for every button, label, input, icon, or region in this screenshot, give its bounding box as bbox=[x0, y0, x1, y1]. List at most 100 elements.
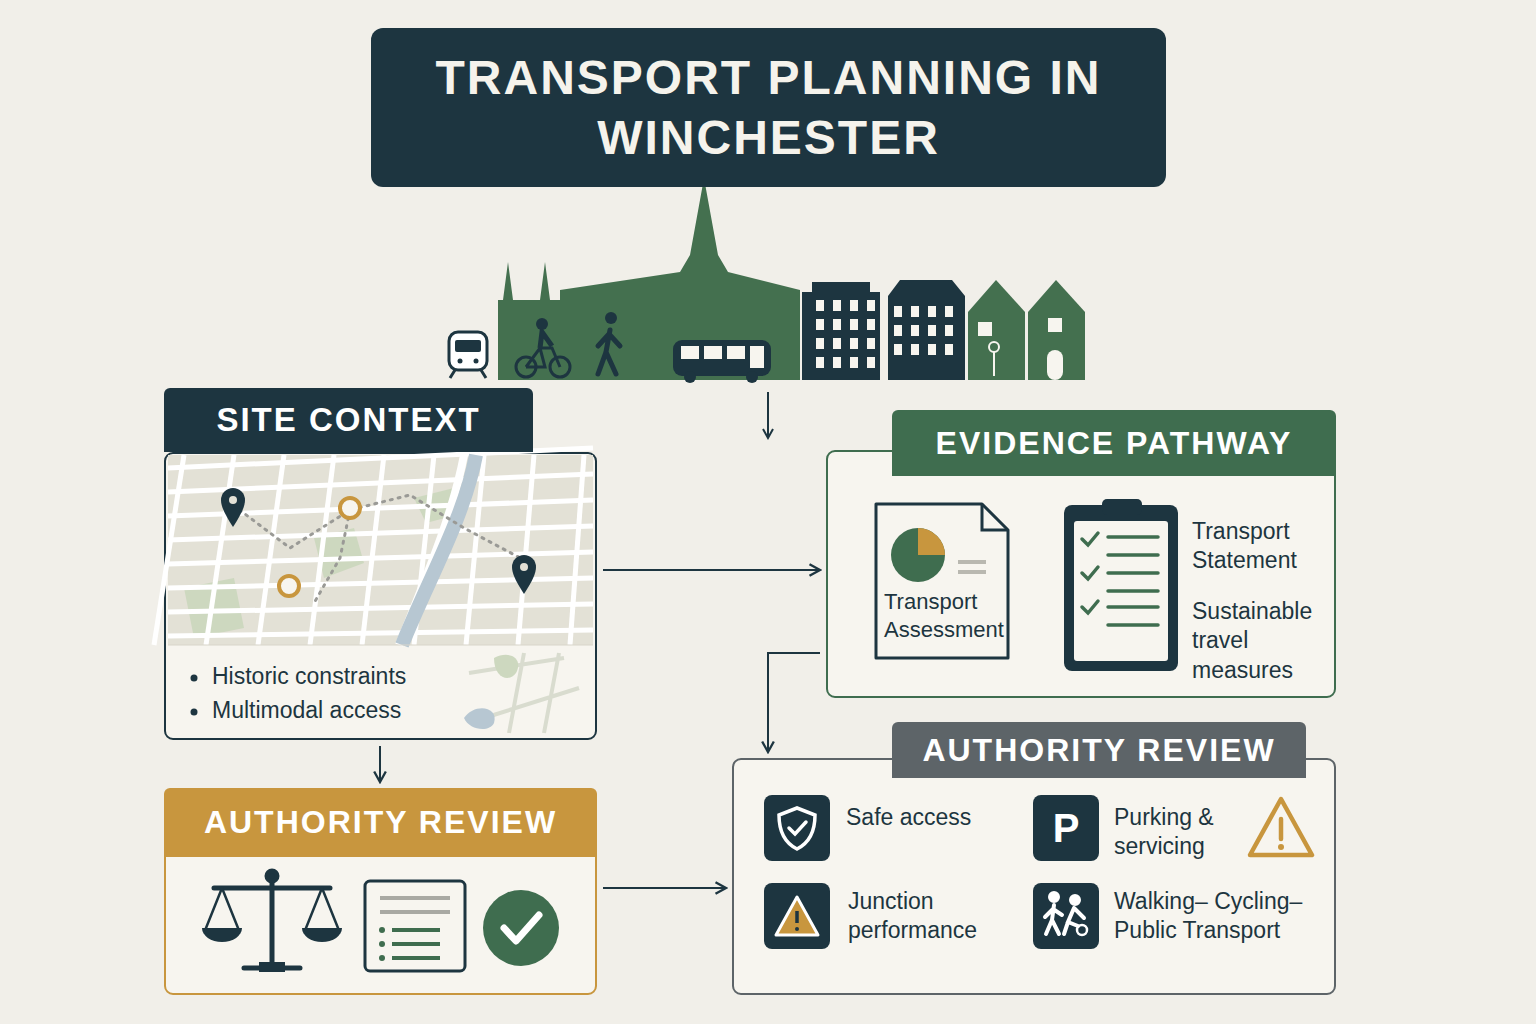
window bbox=[833, 319, 841, 330]
window bbox=[945, 306, 953, 317]
report-bullet bbox=[379, 941, 385, 947]
title-text: TRANSPORT PLANNING IN WINCHESTER bbox=[408, 48, 1129, 168]
site-map bbox=[154, 448, 593, 645]
window bbox=[833, 300, 841, 311]
window bbox=[850, 357, 858, 368]
flow-arrow bbox=[603, 887, 726, 889]
bullet-text: Historic constraints bbox=[212, 662, 472, 691]
cathedral-silhouette bbox=[498, 178, 800, 380]
terrace-buildings bbox=[802, 280, 1085, 380]
window bbox=[867, 357, 875, 368]
flow-arrow bbox=[767, 392, 769, 438]
map-edge bbox=[168, 645, 593, 646]
list-line bbox=[1108, 553, 1158, 557]
site-context-panel: SITE CONTEXTHistoric constraintsMultimod… bbox=[164, 388, 597, 740]
clipboard-clip bbox=[1102, 499, 1142, 515]
panel-heading: AUTHORITY REVIEW bbox=[164, 788, 597, 857]
window bbox=[894, 344, 902, 355]
list-line bbox=[1108, 605, 1158, 609]
window bbox=[816, 338, 824, 349]
clipboard-icon bbox=[1064, 499, 1178, 671]
window bbox=[816, 300, 824, 311]
scales-base bbox=[259, 962, 285, 972]
list-line bbox=[1108, 535, 1158, 539]
icon-tile bbox=[1033, 795, 1099, 861]
street bbox=[168, 630, 593, 636]
poi-ring bbox=[279, 576, 299, 596]
street bbox=[570, 455, 584, 645]
list-line bbox=[1108, 589, 1158, 593]
street bbox=[168, 604, 593, 612]
warning-mark bbox=[1279, 819, 1284, 839]
icon-letter: P bbox=[1033, 795, 1099, 861]
river bbox=[402, 455, 476, 645]
authority-review-panel: AUTHORITY REVIEWSafe accessPurking & ser… bbox=[732, 722, 1336, 995]
shield-icon bbox=[779, 808, 815, 849]
criterion-label: Junction performance bbox=[848, 887, 1008, 946]
warning-triangle bbox=[1250, 799, 1312, 855]
scales-pan bbox=[302, 928, 342, 942]
window bbox=[1048, 318, 1062, 332]
clipboard-paper bbox=[1074, 521, 1168, 661]
poi-ring bbox=[340, 498, 360, 518]
map-pin bbox=[520, 563, 528, 571]
clipboard-body bbox=[1064, 505, 1178, 671]
review-icons bbox=[202, 871, 559, 972]
bullet-dot bbox=[191, 675, 198, 682]
pie-slice bbox=[918, 528, 945, 555]
street bbox=[518, 455, 534, 645]
walker-icon bbox=[1050, 893, 1058, 901]
warning-mark bbox=[795, 911, 799, 923]
street bbox=[258, 455, 284, 645]
cyclist-icon bbox=[516, 318, 570, 377]
report-bullet bbox=[379, 955, 385, 961]
map-pin bbox=[229, 496, 237, 504]
window bbox=[928, 306, 936, 317]
window bbox=[867, 338, 875, 349]
window bbox=[978, 322, 992, 336]
route-line bbox=[314, 510, 350, 603]
approval-tick bbox=[504, 915, 539, 941]
window bbox=[816, 319, 824, 330]
report-line bbox=[392, 956, 440, 960]
train-icon bbox=[449, 332, 487, 378]
evidence-panel: EVIDENCE PATHWAY Transport Assessment Tran… bbox=[826, 410, 1336, 698]
check-mark bbox=[1082, 567, 1098, 579]
window bbox=[928, 325, 936, 336]
window bbox=[867, 300, 875, 311]
route-line bbox=[233, 495, 524, 560]
warning-mark bbox=[1278, 844, 1284, 850]
cyclist-icon bbox=[1064, 908, 1084, 934]
text-lines bbox=[958, 562, 986, 572]
flow-arrow bbox=[603, 569, 820, 571]
scales-pan bbox=[202, 928, 242, 942]
window bbox=[850, 338, 858, 349]
window bbox=[867, 319, 875, 330]
window bbox=[850, 300, 858, 311]
icon-tile bbox=[1033, 883, 1099, 949]
window bbox=[833, 357, 841, 368]
check-mark bbox=[1082, 533, 1098, 545]
item-label: Transport Statement bbox=[1192, 517, 1332, 576]
criterion-label: Safe access bbox=[846, 803, 996, 832]
window bbox=[833, 338, 841, 349]
street bbox=[310, 455, 334, 645]
street bbox=[206, 455, 234, 645]
check-mark bbox=[1082, 601, 1098, 613]
document-label: Transport Assessment bbox=[884, 588, 1034, 644]
warning-mark bbox=[795, 927, 799, 931]
map-pin bbox=[512, 555, 536, 594]
map-pin bbox=[221, 488, 245, 527]
report-bullet bbox=[379, 927, 385, 933]
window bbox=[816, 357, 824, 368]
window bbox=[945, 344, 953, 355]
criterion-label: Walking– Cycling–Public Transport bbox=[1114, 887, 1314, 946]
street bbox=[154, 455, 184, 645]
bullet-dot bbox=[191, 709, 198, 716]
panel-heading: EVIDENCE PATHWAY bbox=[892, 410, 1336, 476]
report-lines bbox=[380, 898, 450, 912]
icon-tile bbox=[764, 795, 830, 861]
item-label: Sustainable travel measures bbox=[1192, 597, 1332, 685]
window bbox=[894, 306, 902, 317]
panel-heading: AUTHORITY REVIEW bbox=[892, 722, 1306, 778]
